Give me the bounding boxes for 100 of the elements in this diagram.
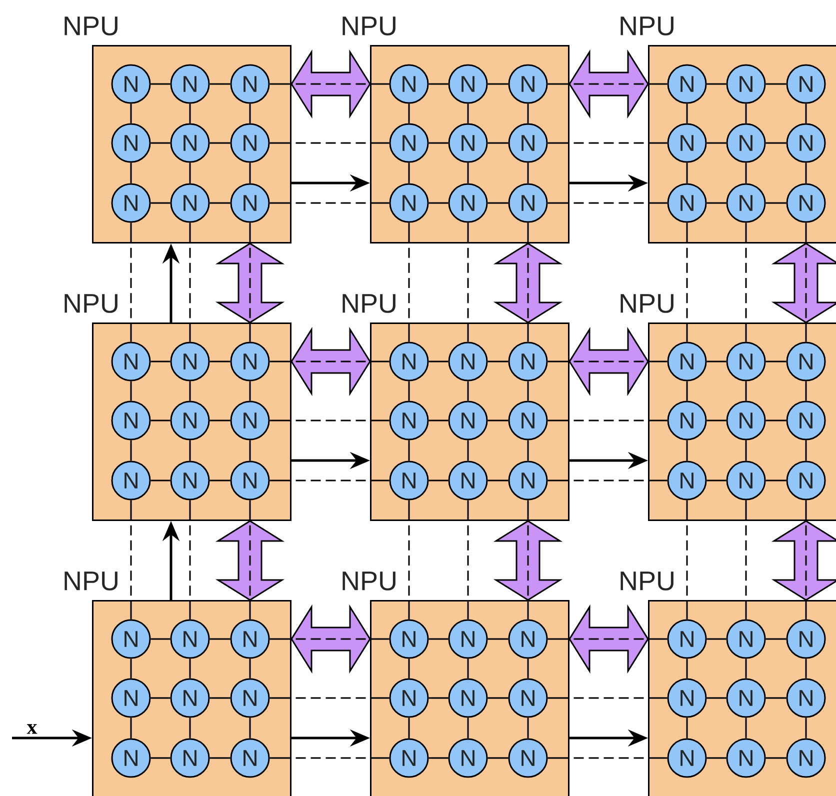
connection-line [686,718,688,738]
connection-line [706,480,726,482]
double-arrow [771,242,836,324]
connection-line [210,360,230,362]
connection-line [745,658,747,678]
connection-line [766,83,786,85]
connection-line [150,142,170,144]
connection-line [189,500,191,620]
connection-line [408,104,410,124]
connection-line [150,480,170,482]
connection-line [488,757,508,759]
connection-line [706,638,726,640]
connection-line [189,162,191,184]
connection-line [686,381,688,401]
connection-line [745,162,747,184]
connection-line [467,500,469,620]
connection-line [150,638,170,640]
connection-line [548,360,668,362]
connection-line [527,104,529,124]
double-arrow [568,49,649,119]
connection-line [130,500,132,620]
connection-line [488,202,508,204]
connection-line [467,718,469,738]
connection-line [766,697,786,699]
connection-line [488,480,508,482]
connection-line [706,420,726,422]
connection-line [210,638,230,640]
connection-line [745,500,747,620]
connection-line [548,757,668,759]
connection-line [766,142,786,144]
connection-line [745,381,747,401]
connection-line [805,500,807,620]
node-label: NPU [342,572,396,590]
connection-line [488,420,508,422]
connection-line [270,638,390,640]
connection-line [130,222,132,342]
connection-line [428,757,448,759]
connection-line [706,202,726,204]
connection-line [249,718,251,738]
connection-line [548,142,668,144]
double-arrow [568,604,649,674]
connection-line [210,202,230,204]
connection-line [467,162,469,184]
connection-line [548,83,668,85]
connection-line [805,222,807,342]
connection-line [745,440,747,461]
connection-line [130,658,132,678]
connection-line [189,658,191,678]
double-arrow [290,49,371,119]
connection-line [467,104,469,124]
node-label: NPU [620,16,674,36]
connection-line [467,440,469,461]
connection-line [548,638,668,640]
connection-line [408,381,410,401]
connection-line [428,142,448,144]
connection-line [766,360,786,362]
connection-line [686,162,688,184]
connection-line [428,697,448,699]
connection-line [249,222,251,342]
connection-line [249,658,251,678]
connection-line [189,718,191,738]
connection-line [270,202,390,204]
connection-line [428,360,448,362]
connection-line [130,440,132,461]
double-arrow [568,326,649,396]
connection-line [488,697,508,699]
connection-line [408,658,410,678]
connection-line [428,420,448,422]
connection-line [805,104,807,124]
connection-line [766,202,786,204]
connection-line [189,381,191,401]
connection-line [270,757,390,759]
connection-line [210,480,230,482]
connection-line [686,104,688,124]
connection-line [270,83,390,85]
connection-line [428,202,448,204]
connection-line [766,757,786,759]
connection-line [189,222,191,342]
connection-line [527,162,529,184]
connection-line [527,500,529,620]
double-arrow [215,242,285,324]
connection-line [210,142,230,144]
connection-line [686,500,688,620]
connection-line [527,658,529,678]
connection-line [210,757,230,759]
connection-line [249,440,251,461]
node-label: NPU [620,572,674,590]
connection-line [210,83,230,85]
connection-line [408,440,410,461]
connection-line [548,697,668,699]
connection-line [249,381,251,401]
connection-line [428,480,448,482]
connection-line [270,697,390,699]
connection-line [270,420,390,422]
connection-line [270,360,390,362]
connection-line [745,104,747,124]
connection-line [130,381,132,401]
connection-line [527,440,529,461]
double-arrow [290,326,371,396]
double-arrow [215,520,285,601]
